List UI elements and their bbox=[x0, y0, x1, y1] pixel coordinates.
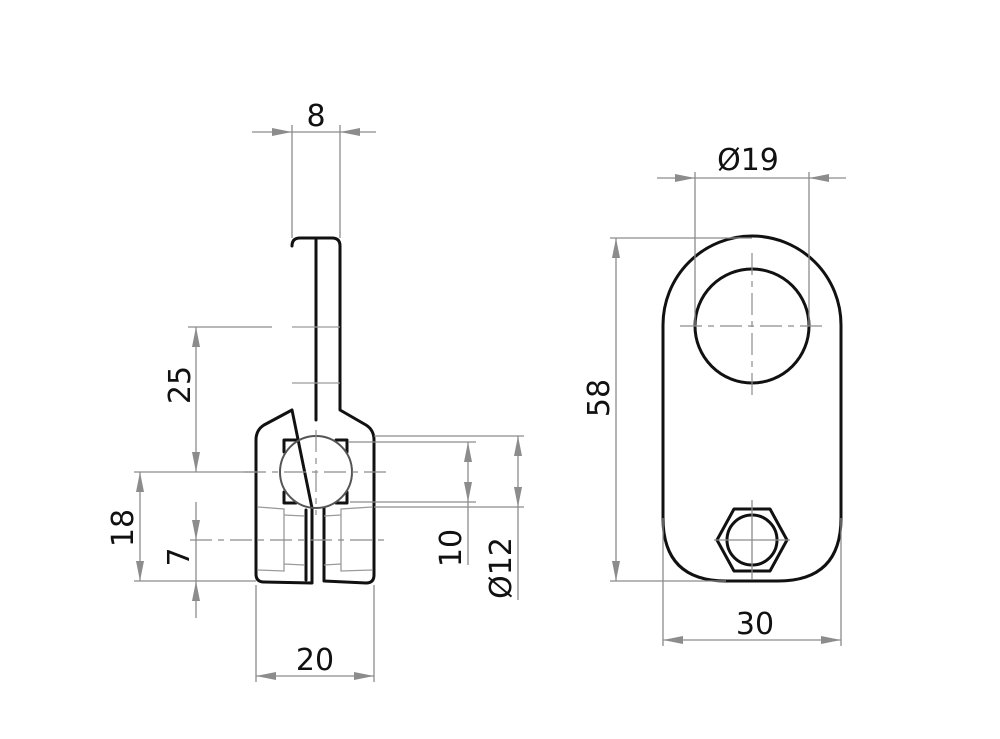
dim-label-bore-diameter: Ø12 bbox=[484, 537, 519, 599]
dim-label-hole-diameter: Ø19 bbox=[717, 143, 779, 178]
bore-corner bbox=[334, 490, 349, 505]
front-view-outline bbox=[661, 234, 843, 583]
bore-corner bbox=[334, 438, 349, 454]
counterbore-left-inner bbox=[283, 514, 305, 566]
dimension-tab-height: 25 bbox=[163, 326, 272, 472]
dimension-tab-width: 8 bbox=[252, 99, 376, 238]
dim-label-tab-height: 25 bbox=[163, 366, 198, 404]
dimension-overall-height: 58 bbox=[582, 237, 752, 582]
side-view bbox=[190, 236, 388, 585]
dim-label-overall-width: 30 bbox=[736, 607, 774, 642]
bore-corner bbox=[282, 438, 298, 454]
counterbore-right bbox=[340, 506, 373, 572]
dim-label-tab-width: 8 bbox=[306, 99, 325, 134]
dim-label-overall-height: 58 bbox=[582, 379, 617, 417]
dimension-bore-height: 18 bbox=[106, 471, 256, 582]
dimension-hole-diameter: Ø19 bbox=[657, 143, 846, 326]
dimension-body-width: 20 bbox=[255, 585, 375, 682]
dim-label-slot-height: 7 bbox=[162, 547, 197, 566]
front-view bbox=[661, 234, 843, 583]
dim-label-bore-height: 18 bbox=[106, 509, 141, 547]
counterbore-right-inner bbox=[323, 514, 342, 566]
dimension-bore-offset: 10 bbox=[348, 441, 476, 567]
bore-corner bbox=[282, 490, 298, 505]
dimension-slot-height: 7 bbox=[162, 502, 200, 618]
dimension-overall-width: 30 bbox=[662, 518, 842, 646]
dimension-bore-diameter: Ø12 bbox=[374, 435, 524, 600]
dim-label-body-width: 20 bbox=[296, 643, 334, 678]
side-view-outline bbox=[254, 236, 376, 585]
dim-label-bore-offset: 10 bbox=[434, 529, 469, 567]
counterbore-left bbox=[257, 506, 285, 572]
